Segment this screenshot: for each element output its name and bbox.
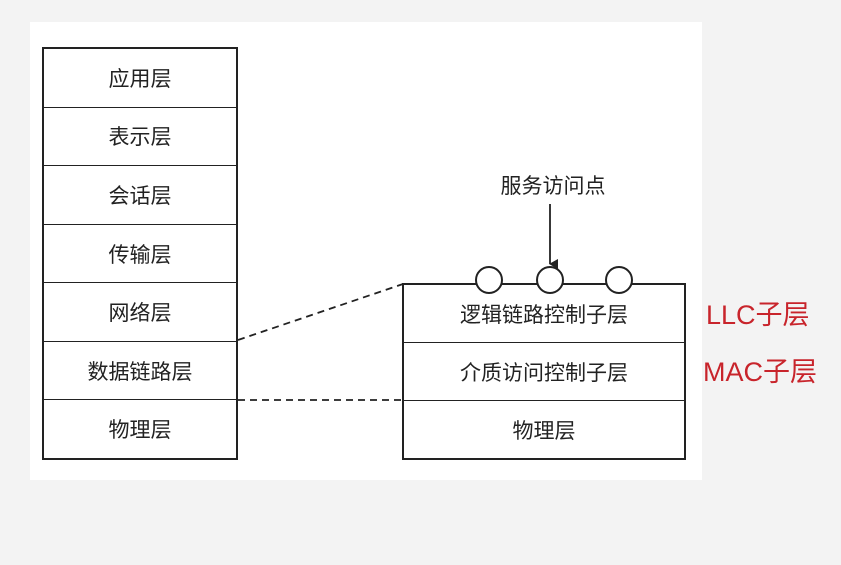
osi-model-stack: 应用层 表示层 会话层 传输层 网络层 数据链路层 物理层 <box>42 47 238 460</box>
osi-layer-transport: 传输层 <box>44 225 236 284</box>
service-access-point-label: 服务访问点 <box>500 174 606 198</box>
osi-layer-application: 应用层 <box>44 49 236 108</box>
osi-layer-physical: 物理层 <box>108 418 172 443</box>
lan-layer-physical: 物理层 <box>512 418 576 443</box>
osi-layer-session: 会话层 <box>44 166 236 225</box>
mac-sublayer-label: MAC子层 <box>703 357 817 387</box>
lan-layer-mac: 介质访问控制子层 <box>404 343 684 401</box>
osi-layer-network: 网络层 <box>44 283 236 342</box>
osi-layer-data-link: 数据链路层 <box>44 342 236 401</box>
lan-model-stack: 逻辑链路控制子层 介质访问控制子层 物理层 <box>402 283 686 460</box>
llc-sublayer-label: LLC子层 <box>706 300 810 330</box>
osi-layer-presentation: 表示层 <box>44 108 236 167</box>
lan-layer-llc: 逻辑链路控制子层 <box>404 285 684 343</box>
